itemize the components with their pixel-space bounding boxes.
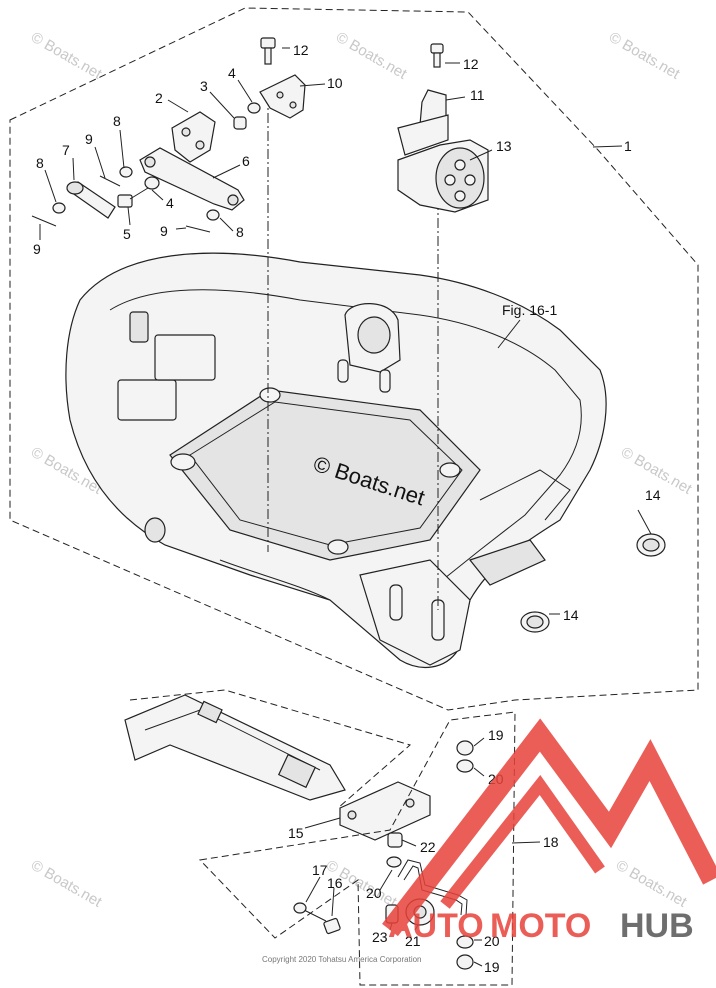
callout-1: 1 [624,138,632,154]
watermark-top-center: © Boats.net [333,29,410,83]
callout-4a: 4 [228,65,236,81]
callout-15: 15 [288,825,304,841]
logo-text-hub: HUB [620,907,694,945]
callout-9a: 9 [85,131,93,147]
logo-text-auto: AUTO [388,907,484,945]
callout-14b: 14 [563,607,579,623]
callout-3: 3 [200,78,208,94]
callout-10: 10 [327,75,343,91]
callout-13: 13 [496,138,512,154]
automotohub-logo: AUTO MOTO HUB [382,718,716,945]
figure-reference: Fig. 16-1 [502,302,557,318]
callout-8a: 8 [113,113,121,129]
watermark-bottom-right: © Boats.net [613,857,690,911]
logo-inner-triangle-icon [440,774,605,909]
bottom-cowl [65,252,607,668]
copyright-notice: Copyright 2020 Tohatsu America Corporati… [262,955,422,964]
watermark-top-right: © Boats.net [606,29,683,83]
electrical-module [397,89,489,213]
callout-21: 21 [405,933,421,949]
watermark-top-left: © Boats.net [28,29,105,83]
steering-bracket [124,689,431,841]
callout-8c: 8 [236,224,244,240]
callout-19a: 19 [488,727,504,743]
callout-8b: 8 [36,155,44,171]
callout-9c: 9 [160,223,168,239]
linkage-parts [31,37,444,233]
callout-16: 16 [327,875,343,891]
callout-11: 11 [470,87,485,103]
logo-text-moto: MOTO [490,907,591,945]
lower-parts [198,711,516,986]
callout-2: 2 [155,90,163,106]
leader-lines [39,47,652,967]
callout-4b: 4 [166,195,174,211]
logo-triangle-icon [382,718,716,937]
callout-numbers: 12 12 10 11 13 2 3 4 6 4 5 7 9 8 8 9 9 8… [33,42,661,975]
callout-14a: 14 [645,487,661,503]
callout-5: 5 [123,226,131,242]
grommets [520,533,666,633]
callout-12b: 12 [463,56,479,72]
callout-20c: 20 [484,933,500,949]
callout-18: 18 [543,834,559,850]
callout-9b: 9 [33,241,41,257]
assembly-1-boundary [9,7,699,711]
callout-19b: 19 [484,959,500,975]
callout-22: 22 [420,839,436,855]
callout-7: 7 [62,142,70,158]
callout-20b: 20 [366,885,382,901]
callout-23: 23 [372,929,388,945]
callout-17: 17 [312,862,328,878]
callout-12a: 12 [293,42,309,58]
callout-6: 6 [242,153,250,169]
watermark-bottom-left: © Boats.net [28,857,105,911]
